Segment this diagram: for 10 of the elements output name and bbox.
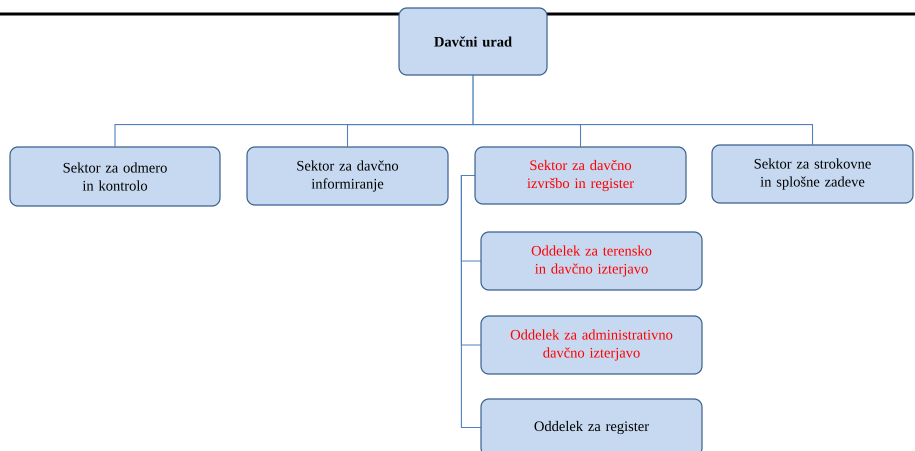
department-box: Oddelek za register <box>480 398 703 451</box>
sector-box: Sektor za odmero in kontrolo <box>9 146 221 207</box>
department-box: Oddelek za administrativno davčno izterjavo <box>480 315 703 375</box>
sector-box: Sektor za strokovne in splošne zadeve <box>711 144 914 204</box>
department-box: Oddelek za terensko in davčno izterjavo <box>480 231 703 291</box>
sector-box: Sektor za davčno informiranje <box>246 146 449 206</box>
sector-box: Sektor za davčno izvršbo in register <box>474 146 687 205</box>
connector <box>472 76 814 144</box>
connector <box>460 174 480 428</box>
unit-box: Davčni urad <box>398 7 548 76</box>
